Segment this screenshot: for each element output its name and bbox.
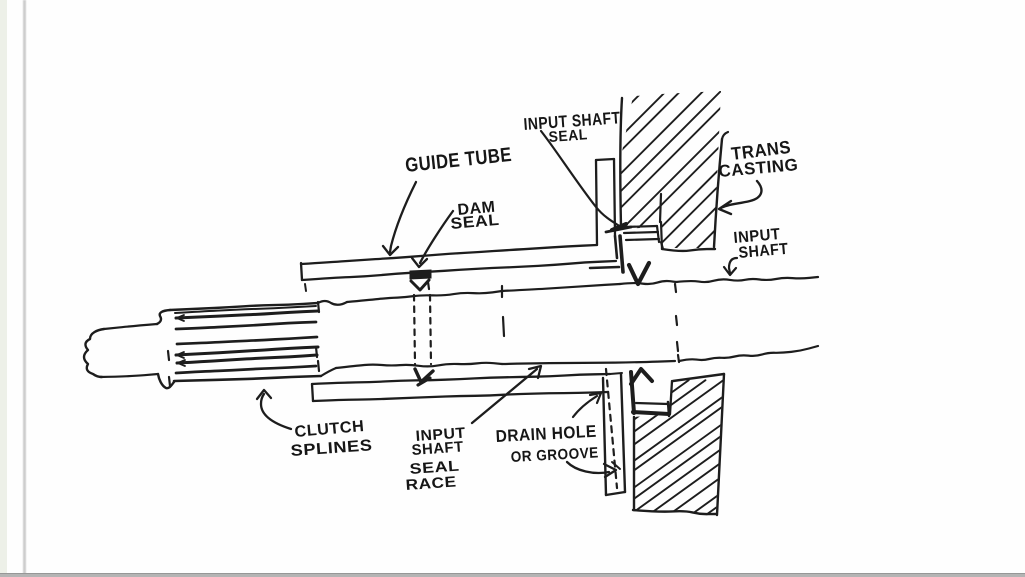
svg-text:DAM: DAM [457,199,496,219]
svg-text:CASTING: CASTING [718,155,799,181]
svg-text:GUIDE TUBE: GUIDE TUBE [404,144,513,177]
svg-text:OR GROOVE: OR GROOVE [510,444,599,466]
svg-text:CLUTCH: CLUTCH [294,418,365,441]
svg-text:INPUT: INPUT [415,425,466,445]
svg-text:INPUT: INPUT [733,226,781,247]
svg-text:SEAL: SEAL [450,212,500,233]
svg-text:SHAFT: SHAFT [738,241,789,262]
svg-text:SPLINES: SPLINES [290,437,373,460]
svg-text:SHAFT: SHAFT [411,438,464,459]
svg-text:DRAIN HOLE: DRAIN HOLE [495,422,597,446]
svg-text:SEAL: SEAL [548,126,588,146]
svg-text:SEAL: SEAL [409,458,460,478]
svg-text:RACE: RACE [405,473,457,494]
